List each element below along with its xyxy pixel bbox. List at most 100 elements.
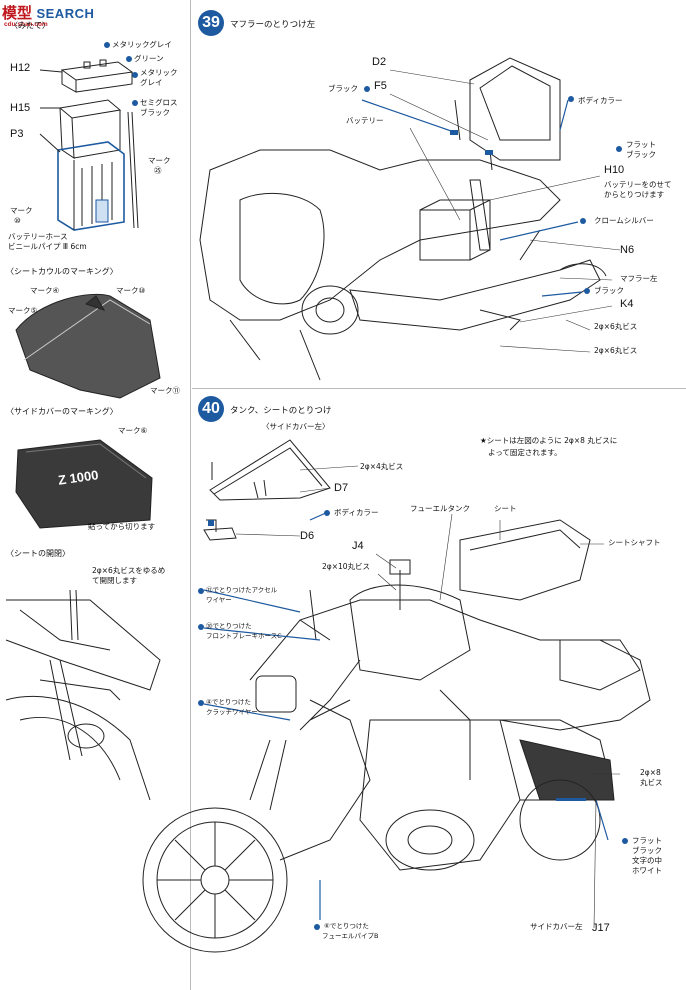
label-clutch-a: ④でとりつけた xyxy=(206,698,251,706)
label-screw-side-b: 丸ビス xyxy=(640,778,663,787)
label-mark6: マーク⑥ xyxy=(118,426,148,435)
part-d2: D2 xyxy=(372,56,387,68)
paint-dot-icon xyxy=(324,510,330,516)
step40-sidecover-drawing xyxy=(203,439,331,541)
paint-dot-icon xyxy=(616,146,622,152)
paint-dot-icon xyxy=(584,288,590,294)
label-semigloss-b: ブラック xyxy=(140,108,170,117)
label-sidecover-left-detail: 〈サイドカバー左〉 xyxy=(262,422,330,431)
step39-drawing xyxy=(199,57,607,381)
ref-dot-icon xyxy=(198,624,204,630)
step40-motorcycle-drawing xyxy=(142,519,651,953)
label-brake-b: フロントブレーキホースC xyxy=(206,632,282,640)
label-muffler-left: マフラー左 xyxy=(620,274,658,283)
label-screw-side-a: 2φ×8 xyxy=(640,768,661,777)
ref-dot-icon xyxy=(314,924,320,930)
label-mark11: マーク⑪ xyxy=(150,386,180,395)
seatopen-section-title: 〈シートの開閉〉 xyxy=(6,549,70,558)
paint-dot-icon xyxy=(568,96,574,102)
label-fueltank: フューエルタンク xyxy=(410,504,470,513)
column-divider xyxy=(190,0,191,990)
label-black-1: ブラック xyxy=(328,84,358,93)
label-metallic-grey: メタリックグレイ xyxy=(112,40,172,49)
label-mark25-a: マーク xyxy=(148,156,171,165)
label-clutch-b: クラッチワイヤー xyxy=(206,708,258,716)
label-green: グリーン xyxy=(134,54,164,63)
label-mark5: マーク⑤ xyxy=(8,306,38,315)
watermark-search: SEARCH xyxy=(36,6,95,21)
label-hose-b: ビニールパイプ Ⅲ 6cm xyxy=(8,242,87,251)
seatopen-drawing xyxy=(5,589,161,801)
sidecover-note: 貼ってから切ります xyxy=(88,522,156,531)
part-d7: D7 xyxy=(334,482,349,494)
label-h10-note-b: からとりつけます xyxy=(604,190,665,199)
note-seat-b: よって固定されます。 xyxy=(488,448,562,457)
label-flatblack-a: フラット xyxy=(626,140,656,149)
label-flatblack-b: ブラック xyxy=(626,150,656,159)
part-k4: K4 xyxy=(620,298,634,310)
battery-drawing xyxy=(39,59,139,231)
label-black-2: ブラック xyxy=(594,286,624,295)
label-accel-a: ⑪でとりつけたアクセル xyxy=(206,586,278,594)
part-h12: H12 xyxy=(10,62,31,74)
seatopen-note-a: 2φ×6丸ビスをゆるめ xyxy=(92,566,166,575)
paint-dot-icon xyxy=(580,218,586,224)
step-39-title: マフラーのとりつけ左 xyxy=(230,20,316,30)
part-f5: F5 xyxy=(374,80,387,92)
step-40-title: タンク、シートのとりつけ xyxy=(230,406,332,416)
label-sidecover-left: サイドカバー左 xyxy=(530,922,583,931)
label-metallic-grey-2b: グレイ xyxy=(140,78,163,87)
part-h10: H10 xyxy=(604,164,625,176)
label-h10-note-a: バッテリーをのせて xyxy=(604,180,672,189)
seatcowl-drawing xyxy=(15,293,161,399)
sidecover-section-title: 〈サイドカバーのマーキング〉 xyxy=(6,407,118,416)
part-h15: H15 xyxy=(10,102,31,114)
label-hose-a: バッテリーホース xyxy=(8,232,68,241)
part-p3: P3 xyxy=(10,128,24,140)
label-flat-b: ブラック xyxy=(632,846,662,855)
watermark-logo: 模型 SEARCH cdu.shan.com xyxy=(2,2,95,28)
paint-dot-icon xyxy=(622,838,628,844)
label-bodycolor-40: ボディカラー xyxy=(334,508,379,517)
seatcowl-section-title: 〈シートカウルのマーキング〉 xyxy=(6,267,118,276)
label-mark10-a: マーク xyxy=(10,206,33,215)
label-screw-2: 2φ×6丸ビス xyxy=(594,346,638,355)
note-seat-a: ★シートは左図のように 2φ×8 丸ビスに xyxy=(480,436,618,445)
paint-dot-icon xyxy=(104,42,110,48)
watermark-url: cdu.shan.com xyxy=(4,21,48,28)
label-mark4: マーク④ xyxy=(30,286,60,295)
ref-dot-icon xyxy=(198,588,204,594)
label-seatshaft: シートシャフト xyxy=(608,538,661,547)
label-seat: シート xyxy=(494,504,517,513)
label-fuel-a: ⑥でとりつけた xyxy=(324,922,369,930)
paint-dot-icon xyxy=(364,86,370,92)
sidecover-drawing xyxy=(15,439,153,529)
step-divider xyxy=(192,388,686,389)
label-brake-a: ⑳でとりつけた xyxy=(206,622,252,630)
label-flat-c: 文字の中 xyxy=(632,856,662,865)
label-fuel-b: フューエルパイプB xyxy=(322,932,379,940)
label-flat-a: フラット xyxy=(632,836,662,845)
part-j17: J17 xyxy=(592,922,610,934)
label-bodycolor: ボディカラー xyxy=(578,96,623,105)
label-mark10-b: ⑩ xyxy=(14,216,21,225)
label-screw-j4: 2φ×10丸ビス xyxy=(322,562,371,571)
label-semigloss-a: セミグロス xyxy=(140,98,178,107)
label-screw-1: 2φ×6丸ビス xyxy=(594,322,638,331)
paint-dot-icon xyxy=(132,72,138,78)
paint-dot-icon xyxy=(126,56,132,62)
label-battery: バッテリー xyxy=(346,116,384,125)
part-d6: D6 xyxy=(300,530,315,542)
label-flat-d: ホワイト xyxy=(632,866,662,875)
seatopen-note-b: て開閉します xyxy=(92,576,137,585)
label-mark10: マーク⑩ xyxy=(116,286,146,295)
label-screw-d7: 2φ×4丸ビス xyxy=(360,462,404,471)
step-40-badge: 40 xyxy=(198,396,224,422)
part-n6: N6 xyxy=(620,244,635,256)
label-accel-b: ワイヤー xyxy=(206,596,232,604)
label-mark25-b: ㉕ xyxy=(154,166,162,175)
paint-dot-icon xyxy=(132,100,138,106)
label-metallic-grey-2a: メタリック xyxy=(140,68,178,77)
battery-section-title: 〈みたて〉 xyxy=(10,21,50,30)
